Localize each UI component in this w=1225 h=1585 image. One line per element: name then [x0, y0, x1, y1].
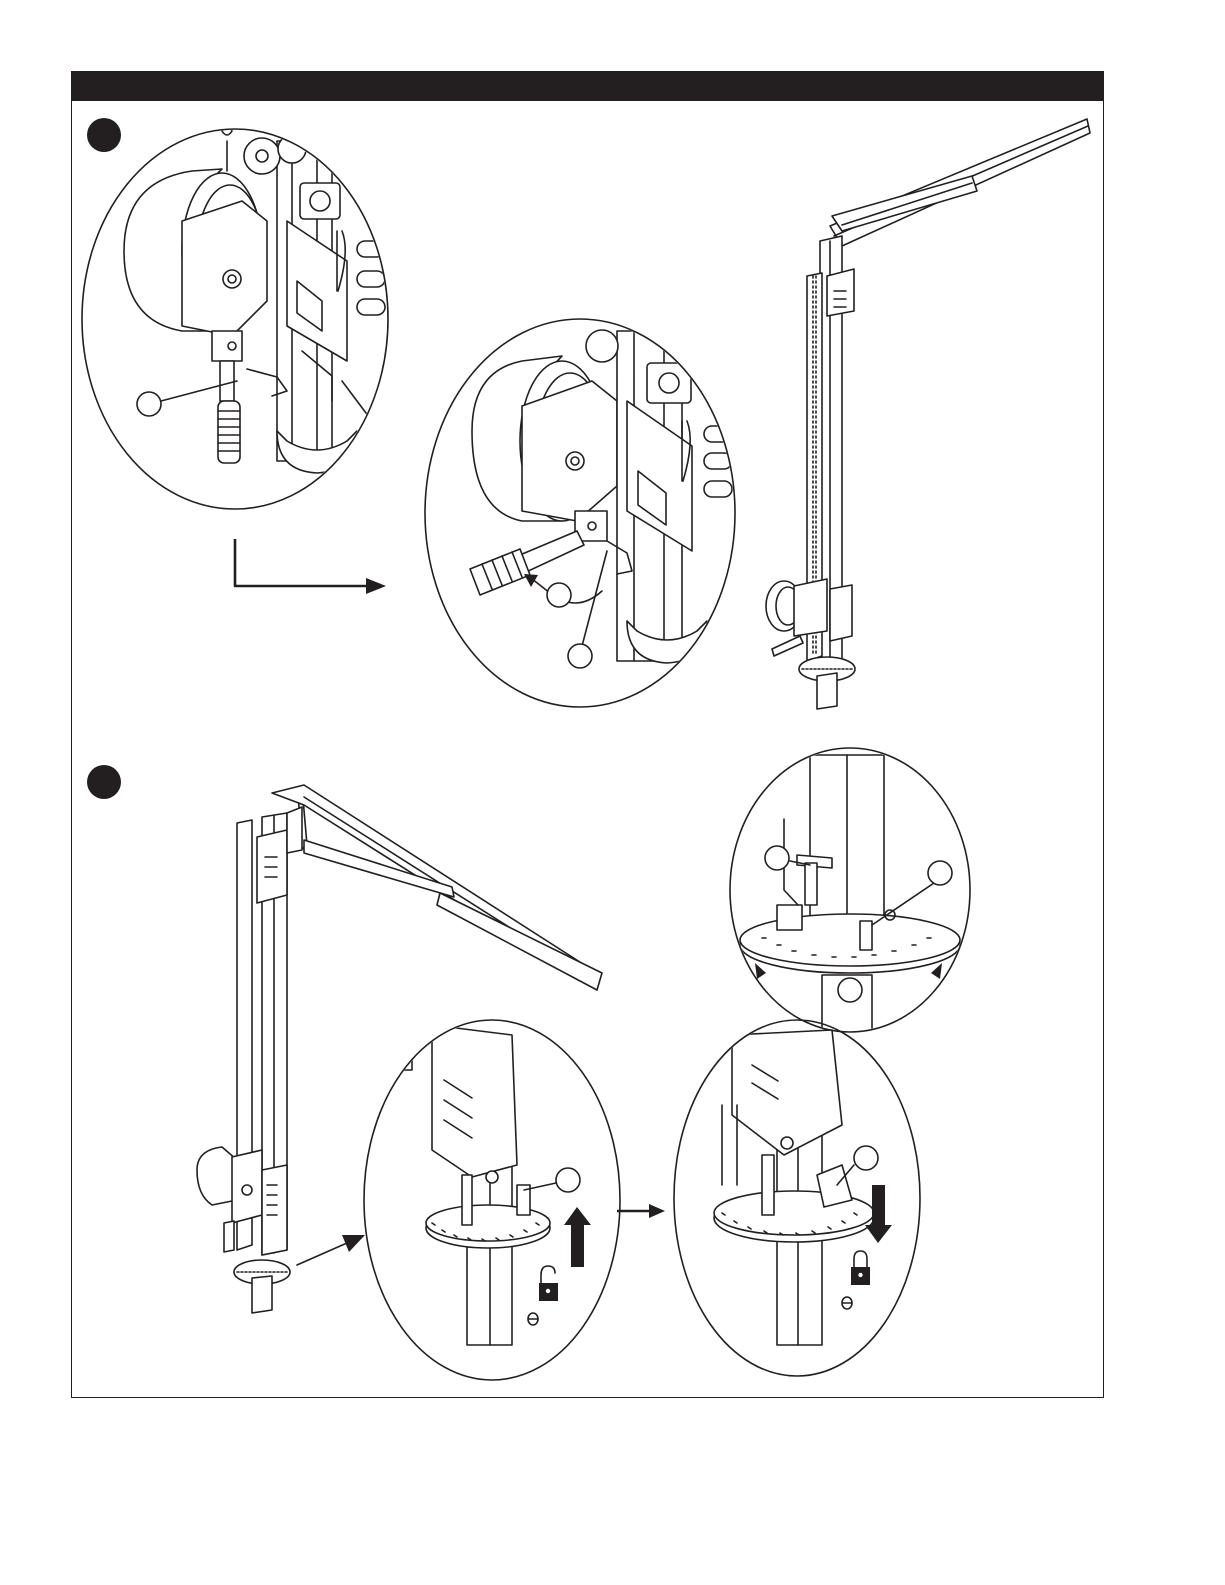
right-angle-arrow-icon [235, 539, 386, 594]
collar-locked-detail [674, 1020, 920, 1376]
page-header-bar [71, 71, 1104, 101]
padlock-open-icon [539, 1266, 558, 1301]
step-2-illustration [72, 745, 1103, 1397]
arrow-right-icon [617, 1204, 665, 1218]
minus-circle-icon [842, 1297, 852, 1309]
minus-circle-icon [528, 1313, 538, 1325]
step-2-panel [71, 745, 1104, 1398]
step-1-illustration [72, 101, 1103, 745]
base-pin-detail [730, 748, 970, 1035]
collar-unlocked-detail [364, 1020, 620, 1380]
step-1-panel [71, 101, 1104, 746]
winch-close-up-stowed [82, 126, 388, 509]
winch-close-up-deployed [425, 319, 735, 707]
arrow-up-icon [564, 1207, 591, 1267]
davit-crane-step1 [766, 119, 1090, 709]
padlock-closed-icon [851, 1251, 870, 1285]
